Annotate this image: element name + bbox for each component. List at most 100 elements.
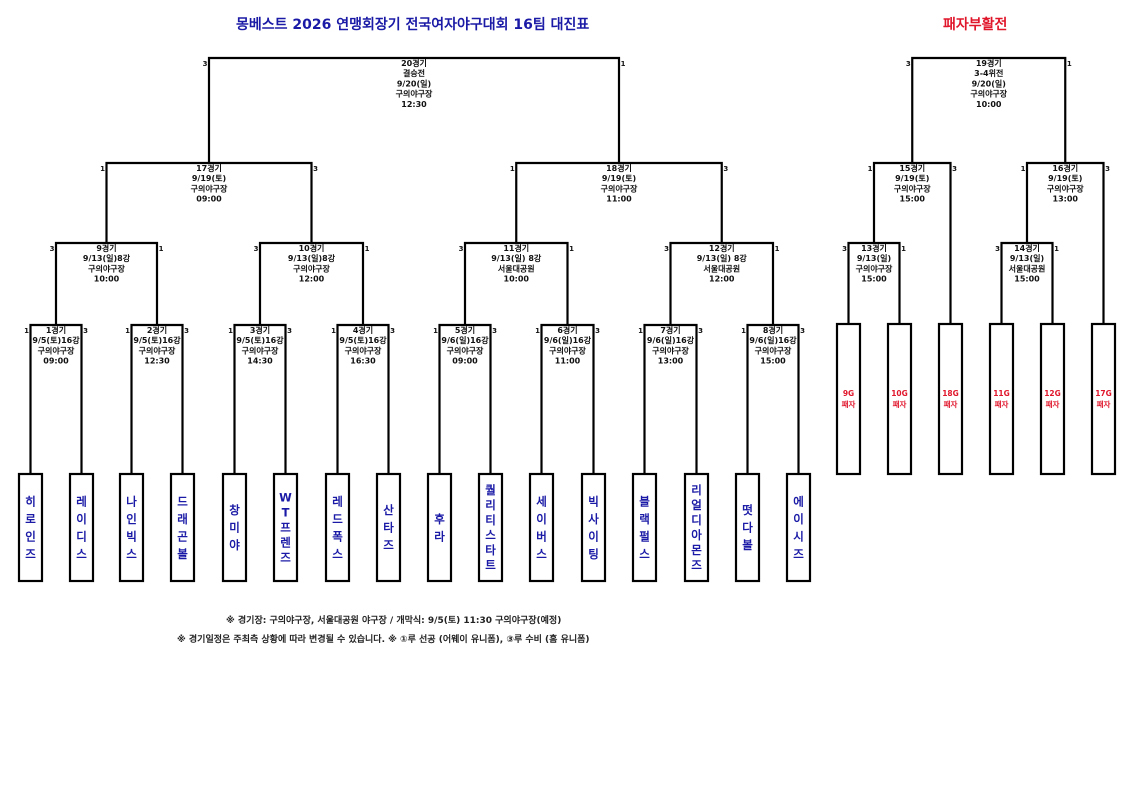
match-3-info-line: 14:30 bbox=[247, 357, 273, 366]
match-9-info-line: 9/13(일)8강 bbox=[83, 253, 131, 263]
match-11-info-line: 9/13(일) 8강 bbox=[491, 253, 542, 263]
team-name-char: 로 bbox=[25, 512, 36, 526]
match-11-info-line: 서울대공원 bbox=[498, 263, 535, 273]
match-3-info-line: 9/5(토)16강 bbox=[236, 335, 284, 345]
match-3-info-line: 3경기 bbox=[250, 325, 270, 335]
team-name-char: 세 bbox=[536, 494, 547, 508]
match-20-info-line: 9/20(일) bbox=[397, 78, 431, 88]
match-15-left-score: 1 bbox=[868, 165, 873, 173]
match-18-info-line: 구의야구장 bbox=[601, 183, 638, 193]
team-name-char: 에 bbox=[793, 494, 804, 508]
team-name-char: 리 bbox=[485, 498, 496, 512]
repechage-game: 9G bbox=[843, 389, 854, 398]
match-9-right-score: 1 bbox=[159, 245, 164, 253]
match-20-info-line: 12:30 bbox=[401, 100, 427, 109]
repechage-title: 패자부활전 bbox=[943, 17, 1008, 33]
match-20-right-score: 1 bbox=[621, 60, 626, 68]
team-name-char: 떳 bbox=[742, 503, 753, 517]
match-17-info-line: 구의야구장 bbox=[191, 183, 228, 193]
team-name-char: 볼 bbox=[742, 538, 753, 552]
team-name-char: 랙 bbox=[639, 512, 650, 526]
match-18-info-line: 9/19(토) bbox=[602, 174, 636, 183]
match-5-left-score: 1 bbox=[433, 327, 438, 335]
match-18-info-line: 11:00 bbox=[606, 195, 632, 204]
team-name-char: 히 bbox=[25, 494, 36, 508]
match-19-info-line: 10:00 bbox=[976, 100, 1002, 109]
team-box bbox=[17, 472, 44, 583]
match-4-left-score: 1 bbox=[331, 327, 336, 335]
match-3-left-score: 1 bbox=[228, 327, 233, 335]
repechage-box bbox=[937, 322, 964, 476]
match-14-info-line: 서울대공원 bbox=[1009, 263, 1046, 273]
match-15-right-score: 3 bbox=[952, 165, 957, 173]
repechage-loser: 패자 bbox=[893, 399, 907, 409]
match-13-left-score: 3 bbox=[842, 245, 847, 253]
match-9-info-line: 9경기 bbox=[96, 243, 116, 253]
match-4-info-line: 16:30 bbox=[350, 357, 376, 366]
team-box bbox=[528, 472, 555, 583]
match-18-right-score: 3 bbox=[723, 165, 728, 173]
match-20-connector bbox=[207, 56, 621, 163]
match-4-info-line: 9/5(토)16강 bbox=[339, 335, 387, 345]
match-16-info-line: 16경기 bbox=[1052, 163, 1078, 173]
match-10-info-line: 12:00 bbox=[299, 275, 325, 284]
match-4-info-line: 구의야구장 bbox=[345, 345, 382, 355]
match-16-left-score: 1 bbox=[1021, 165, 1026, 173]
match-14-info-line: 14경기 bbox=[1014, 243, 1040, 253]
repechage-box bbox=[1090, 322, 1117, 476]
match-10-info-line: 구의야구장 bbox=[293, 263, 330, 273]
team-name-char: 디 bbox=[691, 513, 702, 527]
team-name-char: 스 bbox=[76, 547, 87, 561]
match-9-left-score: 3 bbox=[50, 245, 55, 253]
team-name-char: 팅 bbox=[588, 547, 599, 561]
match-1-info-line: 1경기 bbox=[46, 325, 66, 335]
match-3-info-line: 구의야구장 bbox=[242, 345, 279, 355]
match-12-info-line: 12:00 bbox=[709, 275, 735, 284]
team-name-char: 이 bbox=[76, 512, 87, 526]
match-19-info-line: 9/20(일) bbox=[972, 78, 1006, 88]
team-box bbox=[426, 472, 453, 583]
match-15-info-line: 구의야구장 bbox=[894, 183, 931, 193]
match-17-info-line: 17경기 bbox=[196, 163, 222, 173]
match-4-right-score: 3 bbox=[390, 327, 395, 335]
team-name-char: 산 bbox=[383, 503, 394, 517]
match-1-info-line: 9/5(토)16강 bbox=[32, 335, 80, 345]
match-7-left-score: 1 bbox=[638, 327, 643, 335]
bracket-title: 몽베스트 2026 연맹회장기 전국여자야구대회 16팀 대진표 bbox=[236, 17, 590, 33]
repechage-loser: 패자 bbox=[1046, 399, 1060, 409]
team-box bbox=[631, 472, 658, 583]
team-name-char: 디 bbox=[76, 529, 87, 543]
match-11-info-line: 11경기 bbox=[503, 243, 529, 253]
team-name-char: 시 bbox=[793, 529, 804, 543]
match-19-info-line: 구의야구장 bbox=[970, 89, 1007, 99]
match-14-left-score: 3 bbox=[995, 245, 1000, 253]
repechage-box bbox=[988, 322, 1015, 476]
team-name-char: 인 bbox=[126, 512, 137, 526]
team-name-char: 빅 bbox=[588, 494, 599, 508]
match-14-right-score: 1 bbox=[1054, 245, 1059, 253]
match-2-info-line: 9/5(토)16강 bbox=[133, 335, 181, 345]
match-8-info-line: 15:00 bbox=[760, 357, 786, 366]
match-5-info-line: 09:00 bbox=[452, 357, 478, 366]
match-17-info-line: 9/19(토) bbox=[192, 174, 226, 183]
team-name-char: T bbox=[282, 506, 290, 520]
team-name-char: 래 bbox=[177, 512, 188, 526]
team-name-char: 다 bbox=[742, 521, 753, 535]
match-8-info-line: 8경기 bbox=[763, 325, 783, 335]
team-name-char: 스 bbox=[485, 528, 496, 542]
match-6-left-score: 1 bbox=[535, 327, 540, 335]
match-14-info-line: 15:00 bbox=[1014, 275, 1040, 284]
team-name-char: 레 bbox=[76, 494, 87, 508]
repechage-loser: 패자 bbox=[944, 399, 958, 409]
team-name-char: 곤 bbox=[177, 529, 188, 543]
team-name-char: 즈 bbox=[691, 558, 702, 572]
match-7-right-score: 3 bbox=[698, 327, 703, 335]
match-9-info-line: 10:00 bbox=[94, 275, 120, 284]
team-box bbox=[118, 472, 145, 583]
match-10-right-score: 1 bbox=[365, 245, 370, 253]
team-name-char: 스 bbox=[639, 547, 650, 561]
team-name-char: 프 bbox=[280, 521, 291, 535]
repechage-game: 10G bbox=[891, 389, 908, 398]
match-18-left-score: 1 bbox=[510, 165, 515, 173]
match-12-right-score: 1 bbox=[775, 245, 780, 253]
